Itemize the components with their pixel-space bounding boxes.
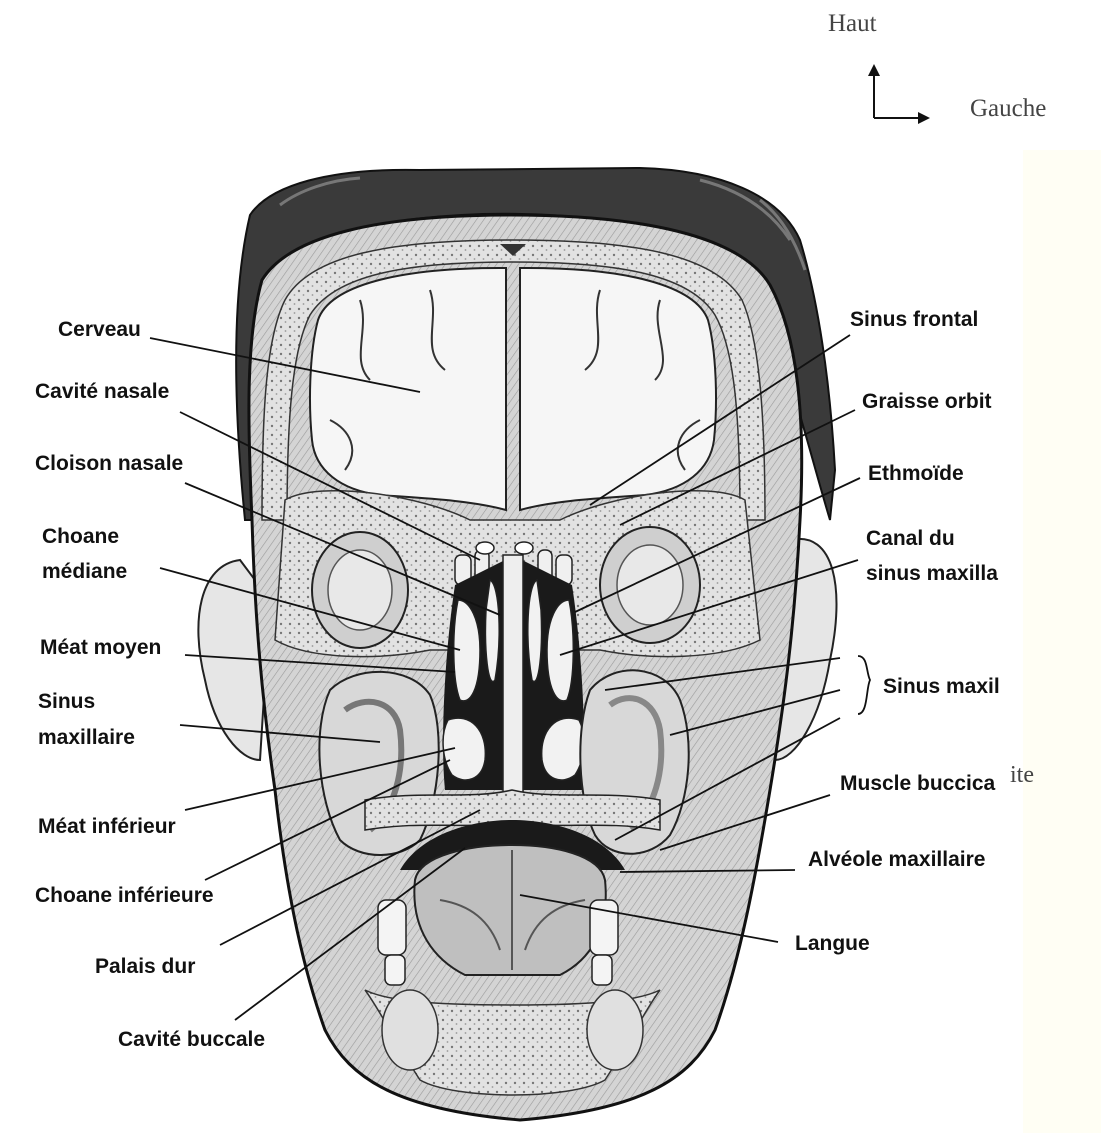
- label-cavite-nasale: Cavité nasale: [35, 380, 169, 404]
- label-sinus-frontal: Sinus frontal: [850, 308, 1022, 332]
- label-choane-inferieure: Choane inférieure: [35, 884, 214, 908]
- orientation-left-label: Gauche: [970, 95, 1046, 123]
- label-sinus-maxillaire-canal: sinus maxilla: [866, 562, 1016, 586]
- label-sinus: Sinus: [38, 690, 95, 714]
- label-meat-inferieur: Méat inférieur: [38, 815, 176, 839]
- orientation-up-label: Haut: [828, 10, 877, 38]
- label-ethmoide: Ethmoïde: [868, 462, 1018, 486]
- label-palais-dur: Palais dur: [95, 955, 195, 979]
- label-graisse-orbitaire: Graisse orbit: [862, 390, 1012, 414]
- nasal-septum: [503, 555, 523, 795]
- label-muscle-buccinateur: Muscle buccica: [840, 772, 1008, 796]
- label-choane: Choane: [42, 525, 119, 549]
- brain-right: [520, 268, 716, 510]
- label-langue: Langue: [795, 932, 870, 956]
- label-cerveau: Cerveau: [58, 318, 141, 342]
- label-meat-moyen: Méat moyen: [40, 636, 161, 660]
- label-sinus-maxillaire: Sinus maxil: [883, 675, 1013, 699]
- orientation-arrow-icon: [868, 64, 930, 124]
- stray-text: ite: [1010, 762, 1034, 789]
- label-cavite-buccale: Cavité buccale: [118, 1028, 265, 1052]
- label-canal-du: Canal du: [866, 527, 1016, 551]
- label-mediane: médiane: [42, 560, 127, 584]
- label-cloison-nasale: Cloison nasale: [35, 452, 183, 476]
- label-alveole-maxillaire: Alvéole maxillaire: [808, 848, 1008, 872]
- label-maxillaire: maxillaire: [38, 726, 135, 750]
